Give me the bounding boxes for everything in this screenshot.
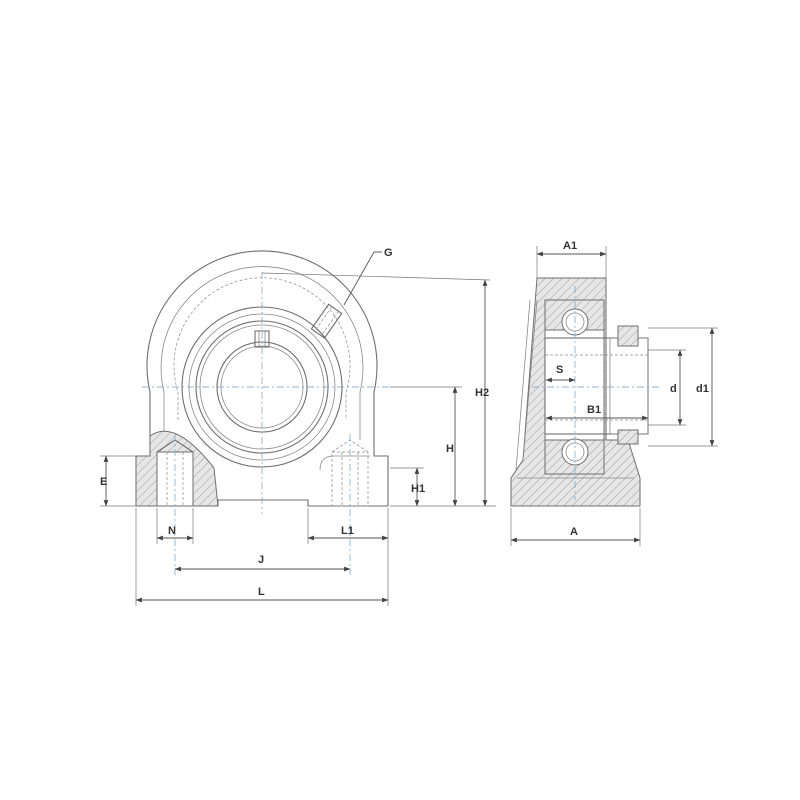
side-dimensions [510,246,718,546]
label-H1: H1 [411,483,425,495]
label-L1: L1 [341,525,354,537]
label-A: A [570,526,578,538]
label-S: S [556,364,563,376]
housing-inner-line [160,266,364,440]
label-E: E [100,476,107,488]
side-collar-screw [617,325,639,347]
label-J: J [258,554,264,566]
front-dimensions [100,251,496,606]
dimension-labels: G H2 H H1 E N L1 J L A1 S B1 d d1 A [100,240,709,598]
label-d1: d1 [696,383,709,395]
label-H: H [446,443,454,455]
housing-outline [135,250,389,507]
grease-channel [310,303,343,339]
label-G: G [384,247,393,259]
label-H2: H2 [475,387,489,399]
label-B1: B1 [587,404,601,416]
front-view [135,250,390,575]
label-d: d [670,383,677,395]
label-A1: A1 [563,240,577,252]
label-N: N [168,525,176,537]
side-view [510,277,660,507]
label-L: L [258,586,265,598]
